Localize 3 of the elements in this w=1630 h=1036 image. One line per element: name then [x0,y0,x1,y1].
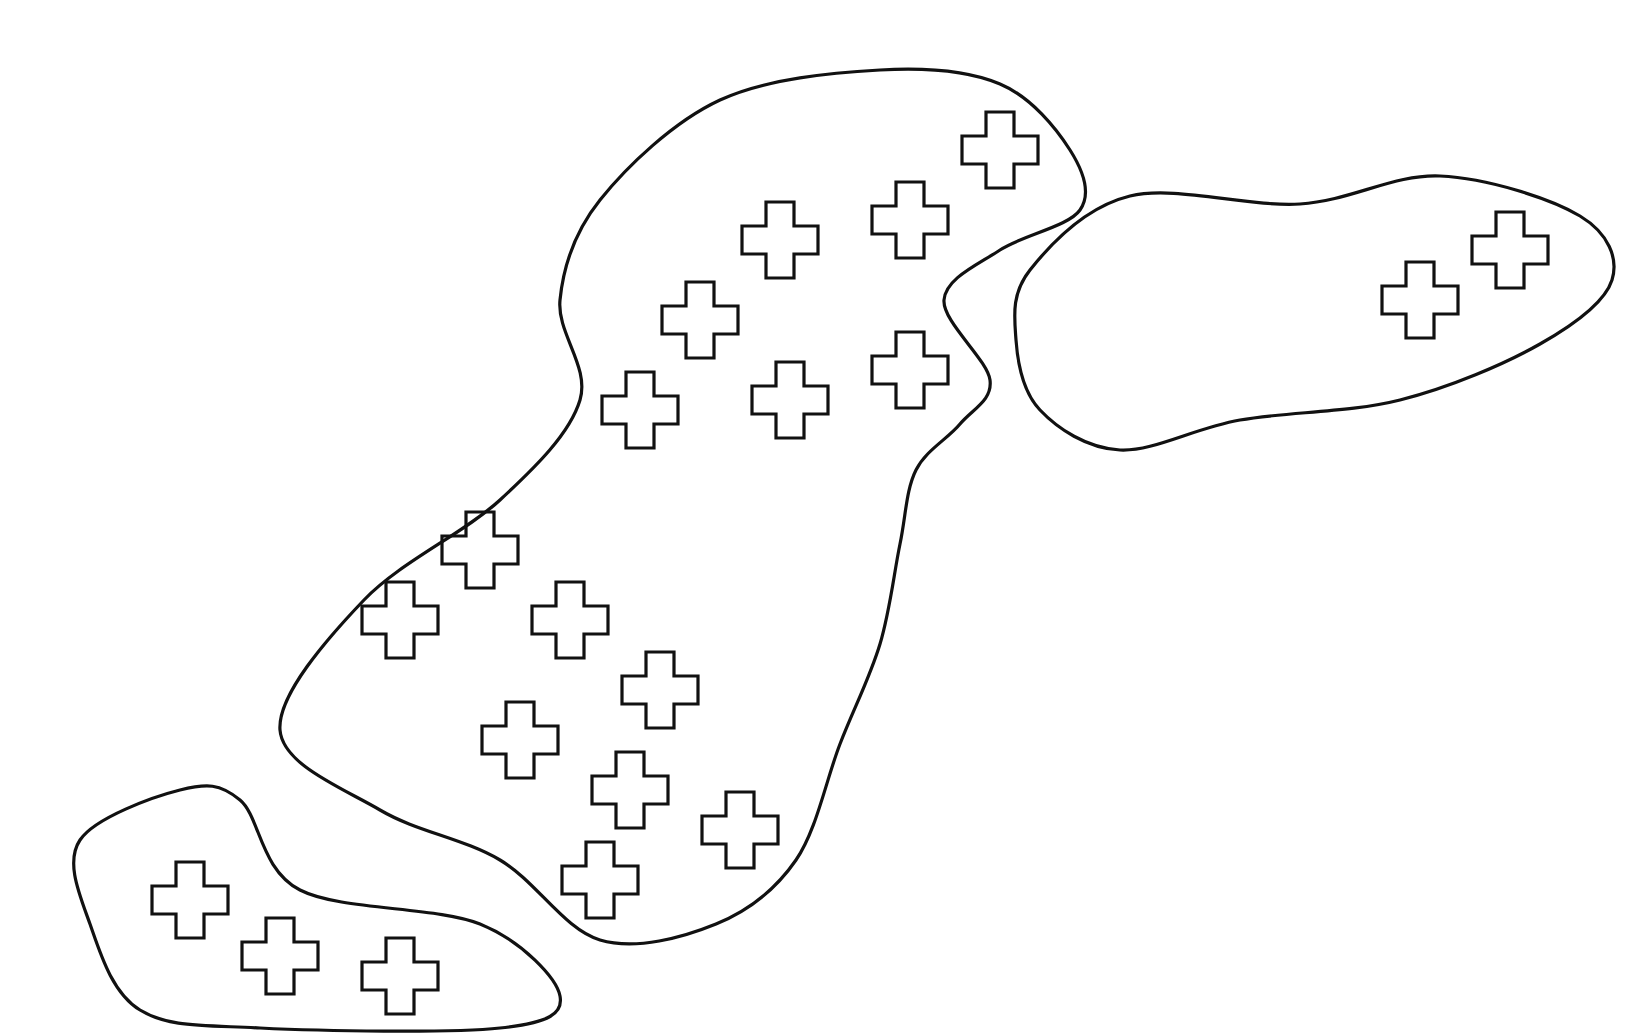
region-outline [72,784,563,1033]
region-outline [278,67,1088,946]
region-outline [1013,174,1616,452]
